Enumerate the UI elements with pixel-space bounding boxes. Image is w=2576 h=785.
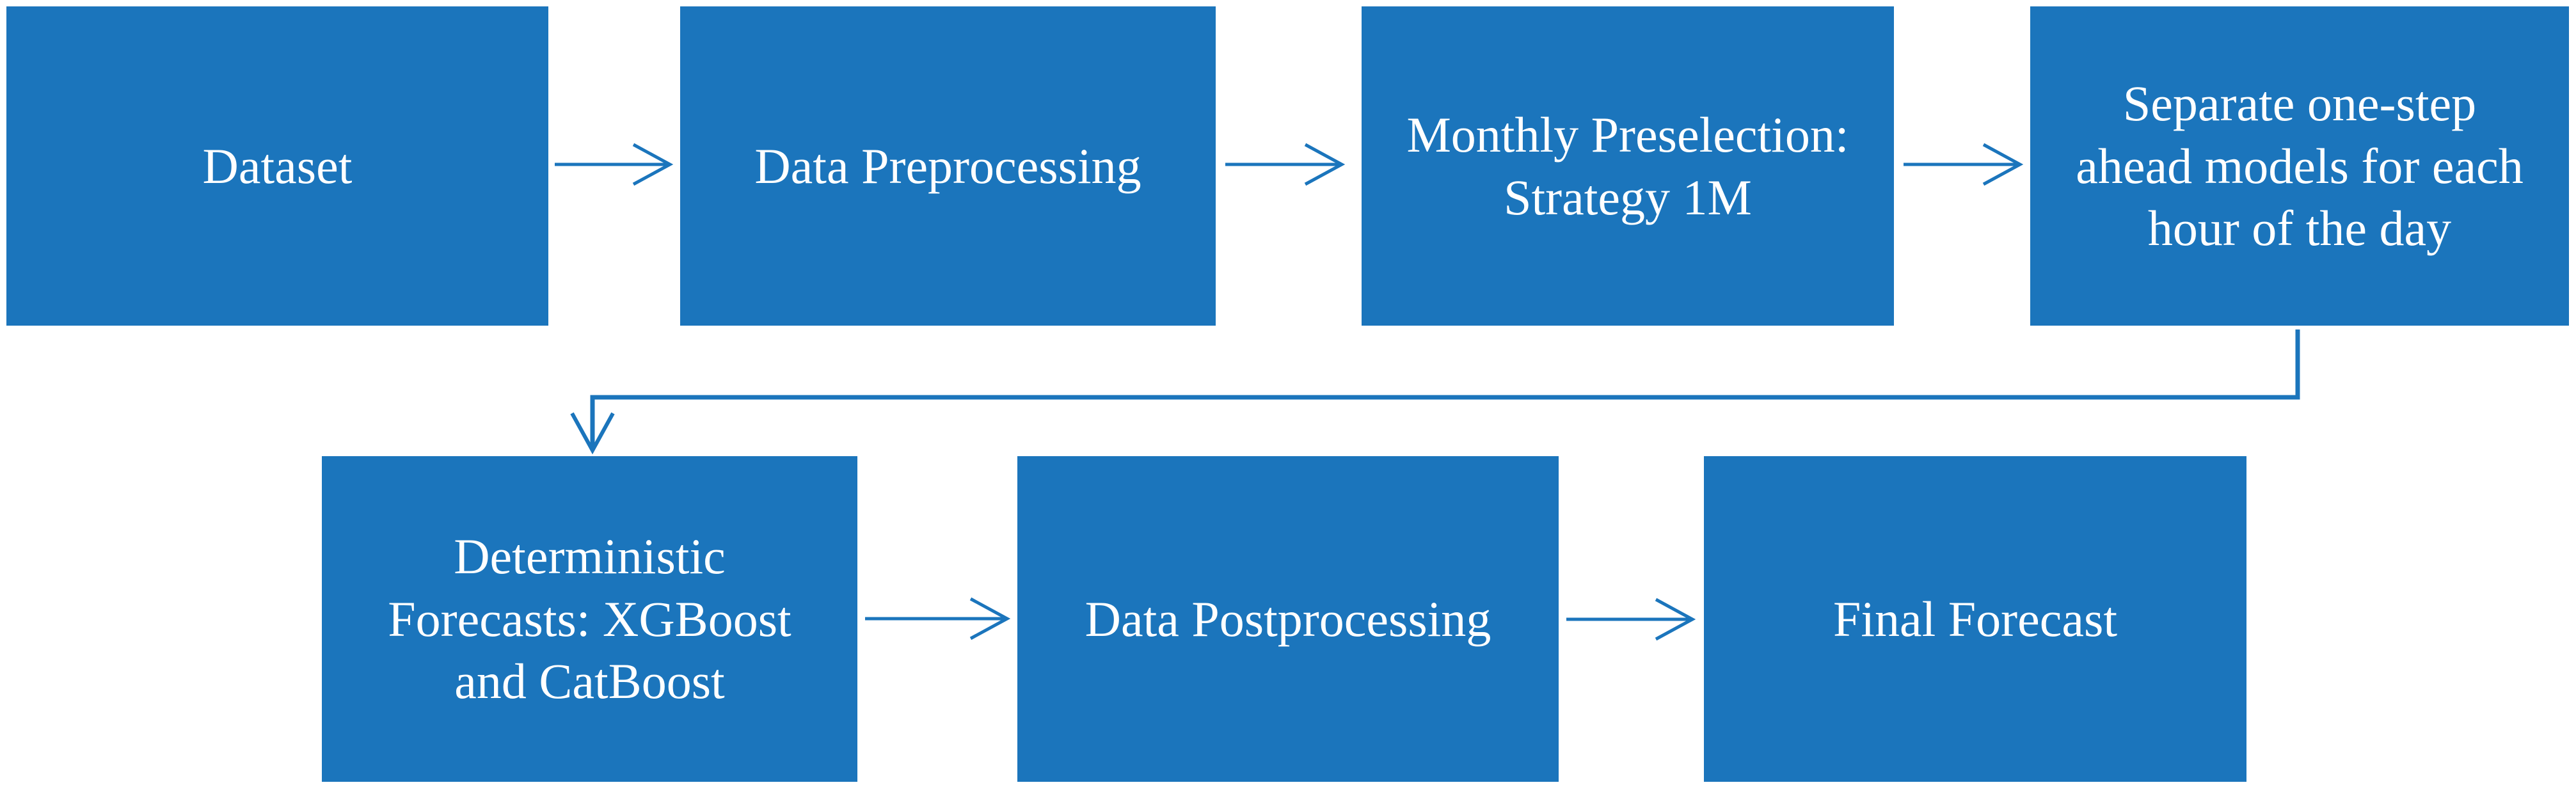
node-data-postprocessing: Data Postprocessing: [1017, 456, 1559, 782]
arrow-postprocessing-to-final: [1566, 598, 1696, 641]
arrow-forecasts-to-postprocessing: [865, 597, 1011, 640]
arrow-preselection-to-models: [1904, 143, 2024, 186]
node-final-forecast: Final Forecast: [1704, 456, 2246, 782]
elbow-arrow-models-to-forecasts: [570, 329, 2300, 455]
node-data-preprocessing: Data Preprocessing: [680, 6, 1216, 326]
node-dataset: Dataset: [6, 6, 548, 326]
node-separate-models: Separate one-step ahead models for each …: [2030, 6, 2569, 326]
node-monthly-preselection: Monthly Preselection: Strategy 1M: [1362, 6, 1894, 326]
arrow-preprocessing-to-preselection: [1225, 143, 1346, 186]
node-deterministic-forecasts: Deterministic Forecasts: XGBoost and Cat…: [322, 456, 857, 782]
arrow-dataset-to-preprocessing: [555, 143, 674, 186]
